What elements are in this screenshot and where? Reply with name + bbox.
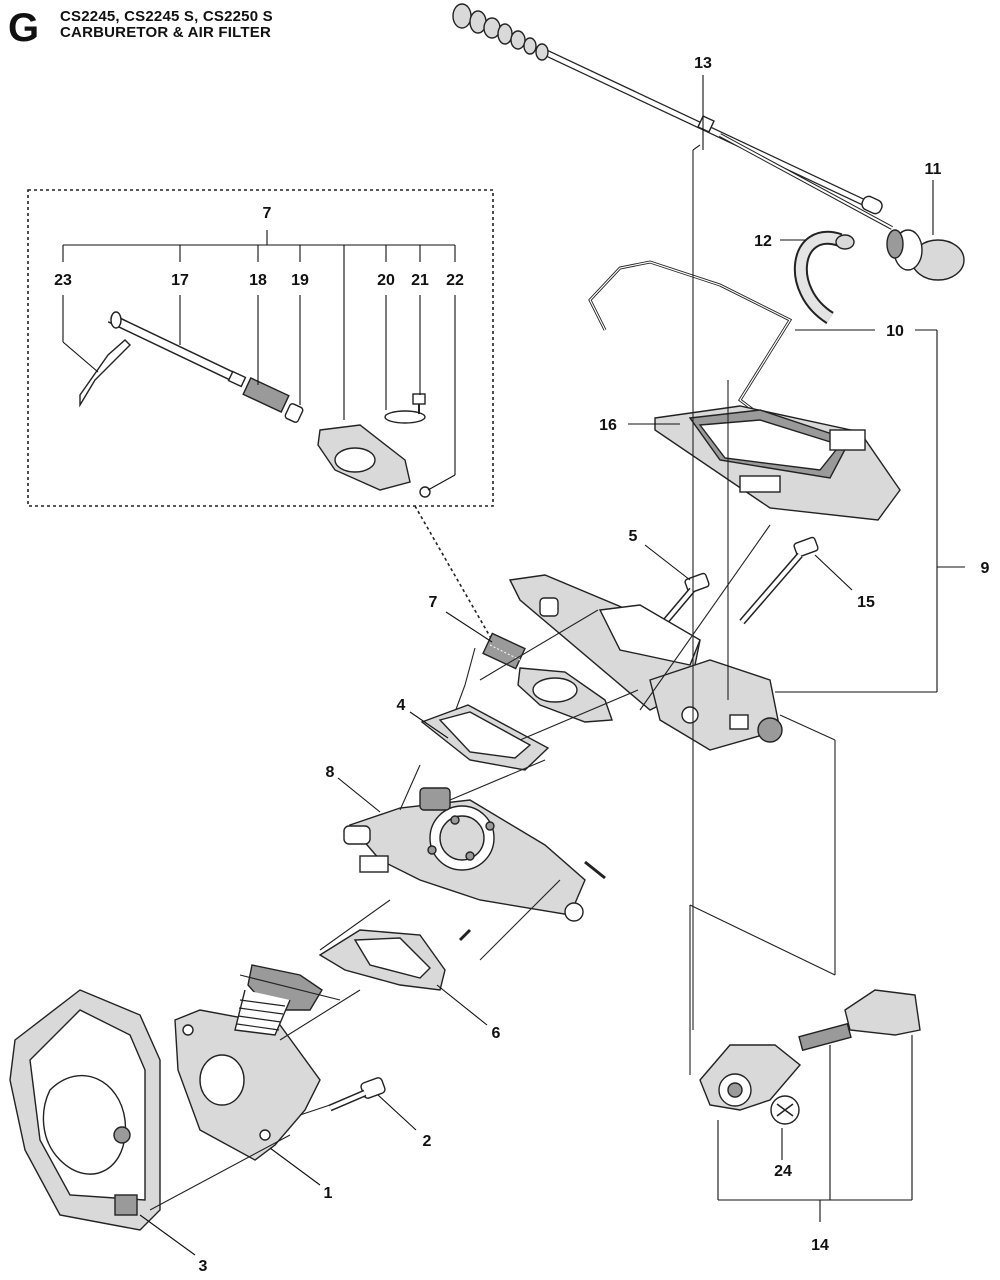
- choke-assembly-part: [454, 632, 613, 723]
- callout-2: 2: [423, 1133, 432, 1150]
- callout-leader-lines: [62, 75, 965, 1256]
- choke-detail-parts: [79, 311, 431, 498]
- callout-21: 21: [411, 272, 429, 289]
- gasket-4-part: [420, 704, 550, 771]
- throttle-cable: [452, 3, 893, 230]
- callout-7: 7: [429, 594, 438, 611]
- choke-spring: [798, 1022, 852, 1052]
- screw-2-part: [328, 1077, 386, 1112]
- choke-lever-part: [699, 989, 921, 1125]
- section-letter: G: [8, 6, 40, 50]
- callout-5: 5: [629, 528, 638, 545]
- primer-bulb-part: [886, 229, 965, 281]
- callout-8: 8: [326, 764, 335, 781]
- diagram-title: CARBURETOR & AIR FILTER: [60, 24, 271, 41]
- callout-18: 18: [249, 272, 267, 289]
- choke-rod-part: [588, 260, 793, 432]
- callout-13: 13: [694, 55, 712, 72]
- callout-4: 4: [397, 697, 406, 714]
- callout-7-detail: 7: [263, 205, 272, 222]
- callout-12: 12: [754, 233, 772, 250]
- screw-5-part: [662, 572, 710, 625]
- callout-16: 16: [599, 417, 617, 434]
- callout-15: 15: [857, 594, 875, 611]
- insulator-plate-part: [318, 928, 472, 991]
- assembly-axis-lines: [149, 144, 836, 1211]
- detail-box-7: [27, 189, 494, 507]
- callout-11: 11: [925, 161, 942, 178]
- callout-20: 20: [377, 272, 395, 289]
- callout-10: 10: [886, 323, 904, 340]
- callout-9: 9: [981, 560, 990, 577]
- model-list: CS2245, CS2245 S, CS2250 S: [60, 8, 273, 25]
- filter-housing-part: [9, 989, 161, 1231]
- screw-15-part: [739, 536, 819, 625]
- intake-manifold-part: [174, 964, 323, 1161]
- callout-1: 1: [324, 1185, 333, 1202]
- carburetor-part: [343, 787, 606, 922]
- callout-22: 22: [446, 272, 464, 289]
- callout-17: 17: [171, 272, 189, 289]
- callout-24: 24: [774, 1163, 792, 1180]
- air-filter-part: [654, 405, 901, 521]
- callout-19: 19: [291, 272, 309, 289]
- filter-holder-part: [508, 574, 783, 751]
- callout-14: 14: [811, 1237, 829, 1254]
- callout-labels: 7 23 17 18 19 20 21 22 13 11 12 10 16 5 …: [54, 55, 989, 1275]
- callout-6: 6: [492, 1025, 501, 1042]
- callout-23: 23: [54, 272, 72, 289]
- callout-3: 3: [199, 1258, 208, 1275]
- detail-link-line: [414, 505, 493, 641]
